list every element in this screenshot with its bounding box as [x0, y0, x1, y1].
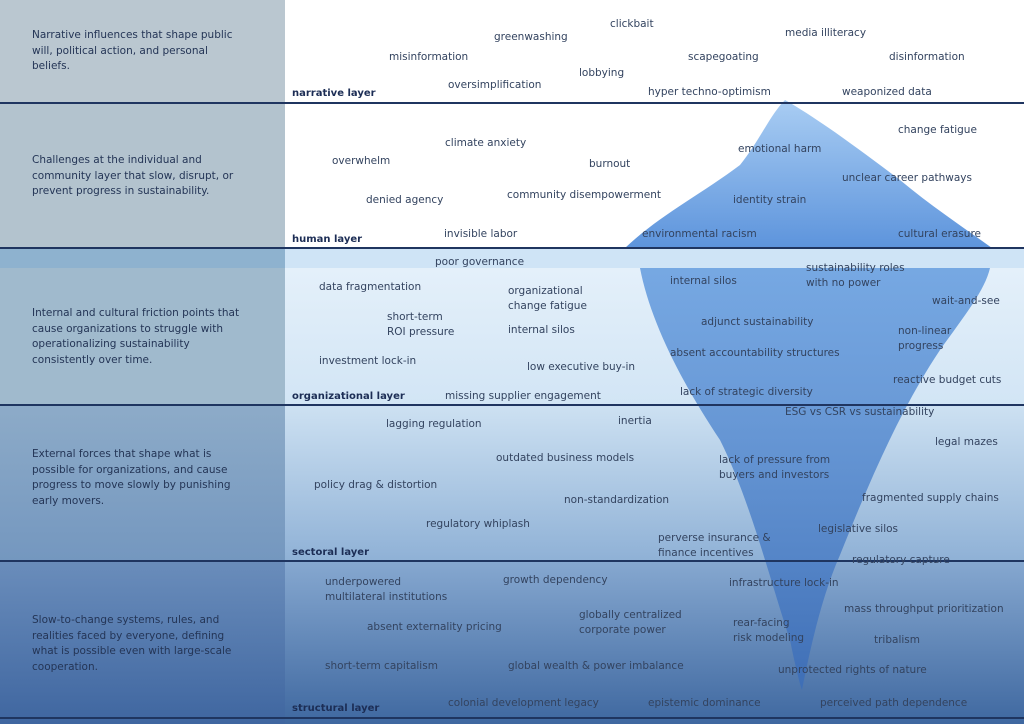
- narrative-layer-description: Narrative influences that shape public w…: [32, 29, 233, 72]
- organizational-layer-description: Internal and cultural friction points th…: [32, 307, 240, 366]
- organizational-term: organizational change fatigue: [508, 285, 587, 312]
- iceberg-tip: [625, 100, 992, 248]
- narrative-term: greenwashing: [494, 31, 568, 43]
- left-panel-sectoral: [0, 405, 285, 561]
- sectoral-term: legislative silos: [818, 523, 899, 535]
- sectoral-term: regulatory capture: [852, 554, 950, 566]
- sectoral-term: lagging regulation: [386, 418, 482, 430]
- organizational-term: absent accountability structures: [670, 347, 840, 359]
- sectoral-term: lack of pressure from buyers and investo…: [719, 454, 831, 481]
- organizational-term: internal silos: [508, 324, 575, 336]
- narrative-term: scapegoating: [688, 51, 759, 63]
- human-term: community disempowerment: [507, 189, 662, 201]
- human-term: invisible labor: [444, 228, 518, 240]
- narrative-term: misinformation: [389, 51, 469, 63]
- left-panel-waterline: [0, 248, 285, 268]
- divider: [0, 404, 1024, 406]
- human-term: overwhelm: [332, 155, 391, 167]
- left-panel-structural: [0, 561, 285, 724]
- human-term: change fatigue: [898, 124, 977, 136]
- human-term: denied agency: [366, 194, 444, 206]
- structural-term: globally centralized corporate power: [579, 609, 682, 636]
- narrative-term: disinformation: [889, 51, 965, 63]
- human-term: identity strain: [733, 194, 807, 206]
- sectoral-term: regulatory whiplash: [426, 518, 530, 530]
- human-term: emotional harm: [738, 143, 822, 155]
- narrative-term: weaponized data: [842, 86, 932, 98]
- left-panel-organizational: [0, 268, 285, 405]
- divider: [0, 560, 1024, 562]
- sectoral-layer-label: sectoral layer: [292, 547, 370, 558]
- narrative-term: lobbying: [579, 67, 625, 79]
- structural-term: colonial development legacy: [448, 697, 599, 709]
- organizational-term: data fragmentation: [319, 281, 422, 293]
- iceberg-submerged: [640, 268, 990, 690]
- narrative-term: clickbait: [610, 18, 654, 30]
- organizational-term: internal silos: [670, 275, 737, 287]
- narrative-term: hyper techno-optimism: [648, 86, 771, 98]
- narrative-term: oversimplification: [448, 79, 542, 91]
- sectoral-term: outdated business models: [496, 452, 635, 464]
- sectoral-term: policy drag & distortion: [314, 479, 438, 491]
- human-term: cultural erasure: [898, 228, 982, 240]
- human-layer-label: human layer: [292, 234, 363, 245]
- structural-term: absent externality pricing: [367, 621, 502, 633]
- divider: [0, 102, 1024, 104]
- structural-term: global wealth & power imbalance: [508, 660, 684, 672]
- structural-term: underpowered multilateral institutions: [325, 576, 448, 603]
- sectoral-term: fragmented supply chains: [862, 492, 999, 504]
- sectoral-term: ESG vs CSR vs sustainability: [785, 406, 935, 418]
- organizational-term: low executive buy-in: [527, 361, 636, 373]
- sectoral-term: legal mazes: [935, 436, 998, 448]
- organizational-term: short-term ROI pressure: [387, 311, 455, 338]
- divider: [0, 717, 1024, 719]
- human-layer-description: Challenges at the individual and communi…: [32, 154, 234, 197]
- sectoral-term: non-standardization: [564, 494, 670, 506]
- structural-term: perceived path dependence: [820, 697, 968, 709]
- structural-term: epistemic dominance: [648, 697, 761, 709]
- human-term: environmental racism: [642, 228, 757, 240]
- structural-layer-label: structural layer: [292, 703, 380, 714]
- organizational-term: wait-and-see: [932, 295, 1000, 307]
- left-panel-narrative: [0, 0, 285, 103]
- structural-term: unprotected rights of nature: [778, 664, 927, 676]
- human-term: burnout: [589, 158, 631, 170]
- structural-term: infrastructure lock-in: [729, 577, 839, 589]
- organizational-term: investment lock-in: [319, 355, 417, 367]
- left-panel-human: [0, 103, 285, 248]
- organizational-term: missing supplier engagement: [445, 390, 601, 402]
- sectoral-layer-description: External forces that shape what is possi…: [32, 448, 231, 507]
- sectoral-term: inertia: [618, 415, 652, 427]
- narrative-term: media illiteracy: [785, 27, 867, 39]
- sectoral-term: perverse insurance & finance incentives: [658, 532, 771, 559]
- narrative-layer-label: narrative layer: [292, 88, 376, 99]
- organizational-layer-label: organizational layer: [292, 391, 405, 402]
- structural-term: growth dependency: [503, 574, 608, 586]
- organizational-term: reactive budget cuts: [893, 374, 1002, 386]
- organizational-term: sustainability roles with no power: [806, 262, 905, 289]
- structural-term: short-term capitalism: [325, 660, 438, 672]
- structural-term: mass throughput prioritization: [844, 603, 1004, 615]
- divider: [0, 247, 1024, 249]
- structural-term: rear-facing risk modeling: [733, 617, 805, 644]
- human-term: climate anxiety: [445, 137, 527, 149]
- structural-layer-description: Slow-to-change systems, rules, and reali…: [32, 614, 232, 673]
- organizational-term: adjunct sustainability: [701, 316, 814, 328]
- human-term: unclear career pathways: [842, 172, 972, 184]
- organizational-term: lack of strategic diversity: [680, 386, 813, 398]
- organizational-term: non-linear progress: [898, 325, 952, 352]
- structural-term: tribalism: [874, 634, 920, 646]
- organizational-term: poor governance: [435, 256, 525, 268]
